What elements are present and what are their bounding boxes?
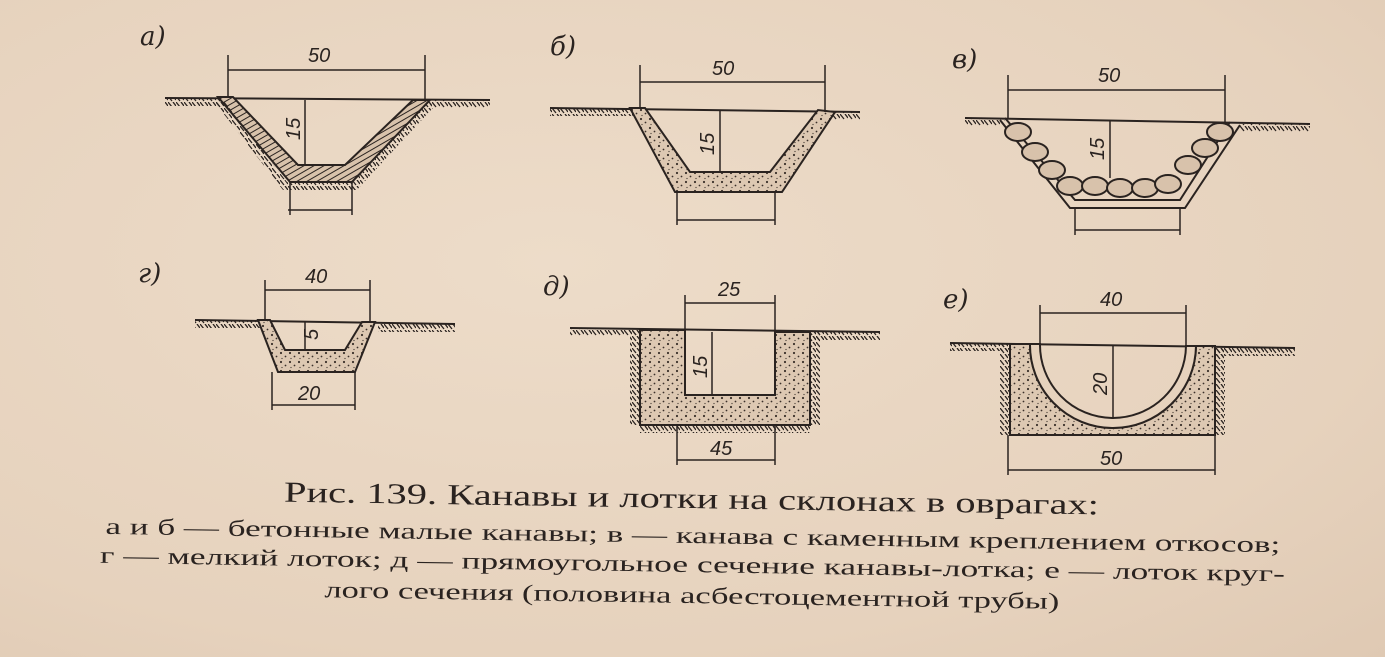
figure-label: е) — [943, 285, 969, 315]
dimension-depth: 20 — [1090, 373, 1112, 396]
diagram-e-half-pipe-tray: е) 40 20 50 — [943, 285, 1296, 475]
diagram-d-rectangular-tray: д) 25 15 45 — [543, 272, 881, 465]
figure-label: г) — [138, 259, 161, 289]
dimension-top-width: 50 — [308, 45, 330, 67]
diagram-a-concrete-ditch: а) 50 15 — [140, 22, 491, 215]
dimension-top-width: 40 — [1100, 289, 1122, 311]
dimension-depth: 15 — [1087, 137, 1109, 160]
dimension-depth: 15 — [697, 132, 719, 155]
dimension-depth: 5 — [301, 328, 323, 340]
dimension-top-width: 50 — [712, 58, 734, 80]
dimension-bottom-width: 50 — [1100, 448, 1122, 470]
figure-label: б) — [550, 32, 576, 62]
figure-label: в) — [952, 45, 977, 75]
dimension-top-width: 25 — [717, 279, 741, 301]
figure-label: а) — [140, 22, 166, 52]
figure-caption: Рис. 139. Канавы и лотки на склонах в ов… — [100, 477, 1285, 614]
caption-line-3: лого сечения (половина асбестоцементной … — [324, 577, 1059, 614]
caption-title: Рис. 139. Канавы и лотки на склонах в ов… — [284, 477, 1099, 522]
dimension-bottom-width: 45 — [710, 438, 733, 460]
dimension-depth: 15 — [690, 355, 712, 378]
figure-label: д) — [543, 272, 570, 302]
dimension-top-width: 50 — [1098, 65, 1120, 87]
dimension-top-width: 40 — [305, 266, 327, 288]
dimension-depth: 15 — [283, 117, 305, 140]
diagram-v-stone-lined-ditch: в) 50 15 — [952, 45, 1311, 235]
diagram-b-concrete-ditch: б) 50 15 — [549, 32, 861, 225]
diagram-g-shallow-tray: г) 40 5 20 — [138, 259, 456, 410]
dimension-bottom-width: 20 — [297, 383, 320, 405]
